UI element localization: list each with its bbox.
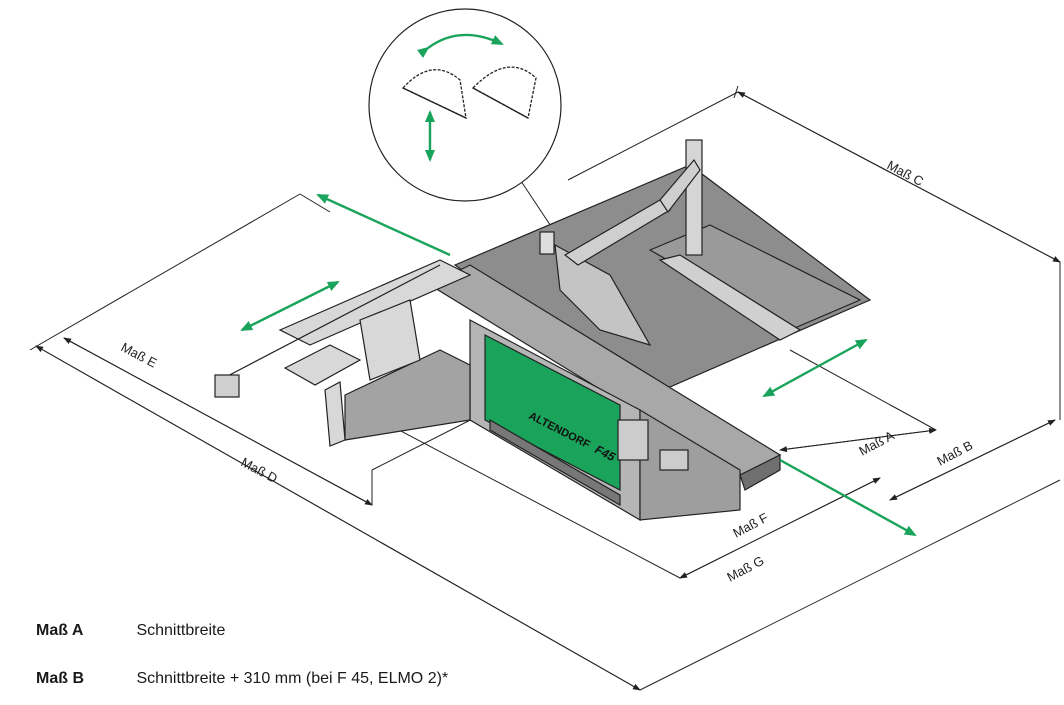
- dim-label-c: Maß C: [885, 157, 926, 189]
- blade-guard: [554, 243, 652, 347]
- frame-arrow-a: [289, 280, 340, 308]
- motion-arrows: [240, 193, 917, 537]
- dim-line-c: [567, 91, 739, 181]
- fence-arrow-b: [762, 366, 816, 398]
- legend-item-b: Maß B Schnittbreite + 310 mm (bei F 45, …: [36, 670, 448, 688]
- blade-icon-left: [401, 69, 467, 120]
- dim-line-g: [639, 479, 1061, 691]
- green-panel: [484, 334, 621, 491]
- dim-label-b: Maß B: [934, 437, 975, 468]
- guard-column: [685, 139, 703, 256]
- dim-label-a: Maß A: [856, 428, 897, 459]
- legend-key: Maß B: [36, 670, 84, 687]
- sliding-arrow-front: [779, 458, 917, 537]
- sliding-arrow-back: [316, 193, 451, 257]
- length-stop: [214, 374, 240, 398]
- legend-item-a: Maß A Schnittbreite: [36, 622, 225, 640]
- dim-label-e: Maß E: [119, 339, 160, 370]
- blade-detail-circle: [368, 8, 562, 202]
- dim-label-d: Maß D: [239, 454, 280, 486]
- tilt-arrow: [416, 33, 504, 58]
- dim-line-d: [29, 193, 301, 351]
- legend-text: Schnittbreite: [136, 622, 226, 639]
- crosscut-frame: [214, 259, 472, 447]
- frame-arrow-b: [240, 304, 291, 332]
- legend-key: Maß A: [36, 622, 84, 639]
- legend-text: Schnittbreite + 310 mm (bei F 45, ELMO 2…: [136, 670, 449, 687]
- blade-icon-right: [471, 66, 537, 119]
- control-panel: [617, 419, 649, 461]
- dim-label-g: Maß G: [724, 553, 766, 585]
- machine-drawing: [214, 139, 872, 522]
- fence-arrow-a: [814, 338, 868, 370]
- rip-fence: [658, 254, 802, 341]
